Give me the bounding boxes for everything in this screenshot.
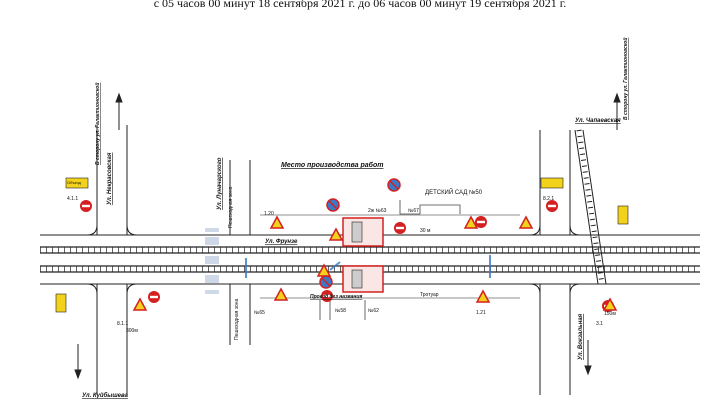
sign-label-1: 4.1.1 <box>67 196 78 202</box>
road-works-icon <box>475 289 491 303</box>
kindergarten-label: ДЕТСКИЙ САД №50 <box>425 188 483 196</box>
road-works-icon <box>273 287 289 301</box>
building-2-label: 2ж №63 <box>368 208 387 214</box>
buildings <box>319 200 461 320</box>
no-entry-icon <box>80 200 92 212</box>
street-nekrasova: Ул. Некрасовская <box>107 152 113 205</box>
building-65-label: №65 <box>254 310 265 316</box>
no-entry-icon <box>321 290 333 302</box>
warning-signs <box>132 215 618 311</box>
road-works-icon <box>518 215 534 229</box>
pedestrian-zone-label-2: Пешеходная зона <box>234 298 240 340</box>
sidewalk-label: Тротуар <box>420 292 439 298</box>
road-works-icon <box>328 227 344 241</box>
no-stopping-icon <box>387 178 401 192</box>
no-entry-icon <box>394 222 406 234</box>
building-62-label: №62 <box>368 308 379 314</box>
period-header: с 05 часов 00 минут 18 сентября 2021 г. … <box>153 0 567 10</box>
road-works-icon <box>602 297 618 311</box>
sign-label-2: 8.2.1 <box>543 196 554 202</box>
work-place-label: Место производства работ <box>281 161 383 169</box>
no-stopping-signs <box>319 178 401 289</box>
road-works-icon <box>269 215 285 229</box>
direction-left: В сторону ул. Галактионовской <box>94 83 101 165</box>
no-entry-icon <box>546 200 558 212</box>
sign-label-6: 1.20 <box>264 211 274 217</box>
pedestrian-zone-label: Пешеходная зона <box>228 186 234 228</box>
building-67-label: №67 <box>408 208 419 214</box>
sign-label-4: 3.1 <box>596 321 603 327</box>
labels: Место производства работ ДЕТСКИЙ САД №50… <box>67 38 629 399</box>
road-works-icon <box>132 297 148 311</box>
street-chapaevskaya: Ул. Чапаевская <box>575 118 621 124</box>
sign-label-8: 150м <box>604 311 616 317</box>
direction-arrows <box>74 92 621 380</box>
work-zone <box>342 217 384 293</box>
street-kuibysheva: Ул. Куйбышева <box>82 392 129 399</box>
flow-hints <box>245 255 491 278</box>
crosswalks <box>205 228 219 294</box>
direction-right: В сторону ул. Галактионовской <box>622 38 629 120</box>
no-stopping-icon <box>326 198 340 212</box>
road-works-icon <box>463 215 479 229</box>
dist-label: 30 м <box>420 228 431 234</box>
building-58-label: №58 <box>335 308 346 314</box>
street-proezd: Проезд без названия <box>310 293 362 300</box>
street-lunacharskogo: Ул. Луначарского <box>217 157 223 210</box>
detour-label: Объезд <box>67 180 82 185</box>
detour-plates <box>55 177 629 313</box>
no-entry-icon <box>475 216 487 228</box>
railway <box>40 129 700 285</box>
no-stopping-icon <box>319 275 333 289</box>
no-entry-signs <box>80 200 614 312</box>
sign-label-3: 8.1.1 <box>117 321 128 327</box>
street-vokzalnaya: Ул. Вокзальная <box>578 313 584 360</box>
sign-label-7: 300м <box>126 328 138 334</box>
street-frunze: Ул. Фрунзе <box>265 239 298 245</box>
no-entry-icon <box>148 291 160 303</box>
sign-label-5: 1.21 <box>476 310 486 316</box>
